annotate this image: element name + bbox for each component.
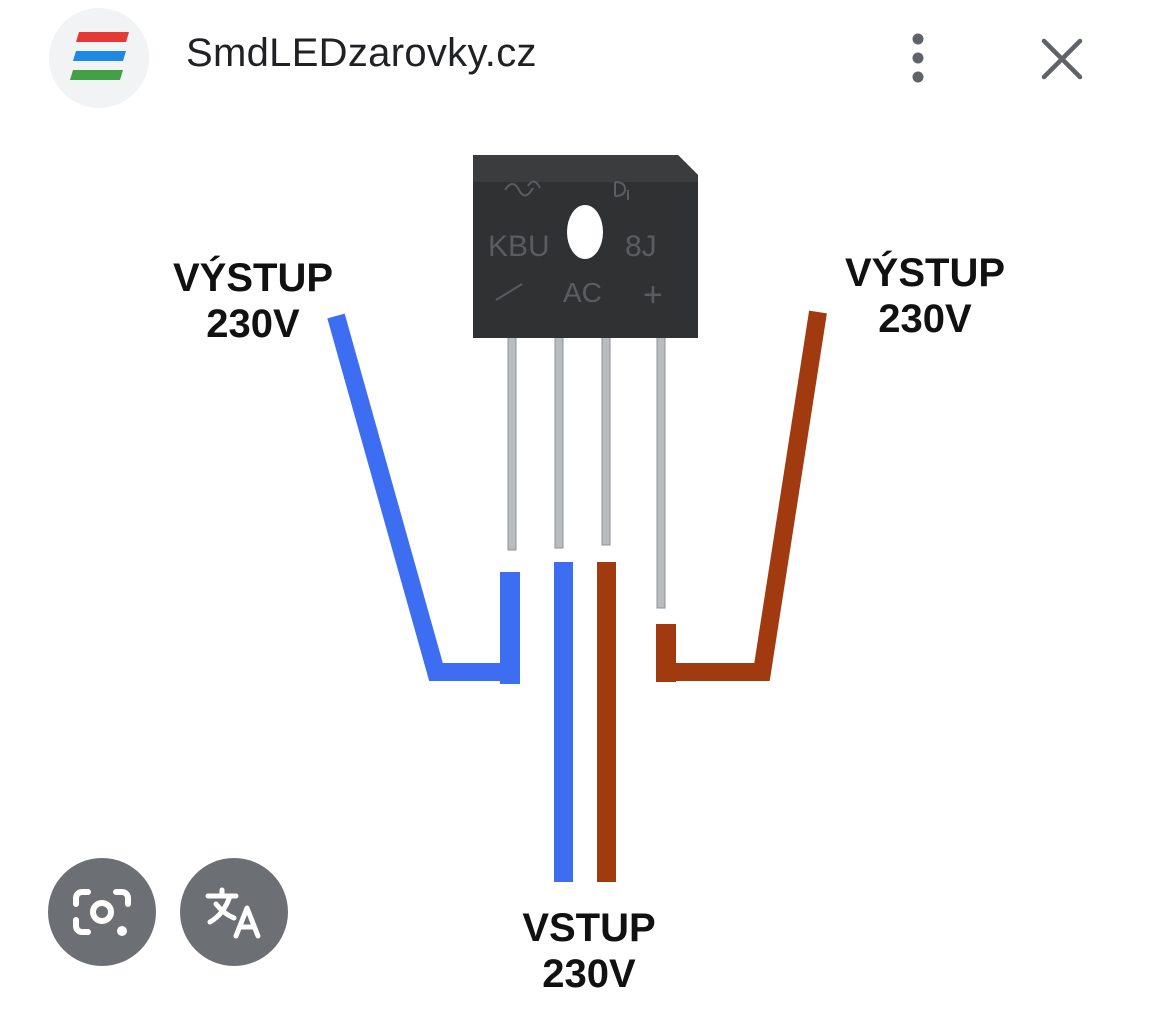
site-logo-icon	[70, 32, 129, 80]
output-left-line1: VÝSTUP	[172, 256, 334, 300]
output-left-line2: 230V	[206, 302, 300, 346]
output-right-line1: VÝSTUP	[844, 251, 1006, 295]
rectifier-wiring-image[interactable]: KBU 8J AC + VÝSTUP 230V VÝSTUP 230V VSTU…	[0, 120, 1170, 1026]
blue-input-wire	[554, 562, 573, 882]
brown-input-wire	[597, 562, 616, 882]
component-model-marking: KBU	[488, 230, 550, 263]
output-label-left: VÝSTUP 230V	[158, 255, 348, 347]
translate-button[interactable]	[180, 858, 288, 966]
input-line2: 230V	[542, 952, 636, 996]
output-label-right: VÝSTUP 230V	[830, 250, 1020, 342]
google-lens-button[interactable]	[48, 858, 156, 966]
input-line1: VSTUP	[522, 906, 656, 950]
site-title[interactable]: SmdLEDzarovky.cz	[186, 31, 537, 75]
more-vert-icon	[912, 33, 924, 83]
component-plus-marking: +	[643, 276, 663, 314]
google-lens-icon	[73, 889, 131, 936]
close-icon	[1041, 38, 1083, 80]
output-right-line2: 230V	[878, 297, 972, 341]
brown-output-wire	[656, 310, 827, 682]
top-bar: SmdLEDzarovky.cz	[0, 0, 1170, 120]
input-label: VSTUP 230V	[500, 905, 678, 997]
blue-output-wire	[327, 313, 520, 684]
site-logo[interactable]	[49, 8, 149, 108]
component-rating-marking: 8J	[625, 230, 657, 263]
rectifier-pins	[507, 329, 666, 609]
more-options-button[interactable]	[898, 30, 938, 86]
component-ac-marking: AC	[563, 277, 602, 308]
translate-icon	[205, 887, 261, 939]
bridge-rectifier-body	[473, 155, 698, 338]
wiring-diagram: KBU 8J AC +	[327, 155, 827, 882]
close-button[interactable]	[1036, 33, 1088, 85]
